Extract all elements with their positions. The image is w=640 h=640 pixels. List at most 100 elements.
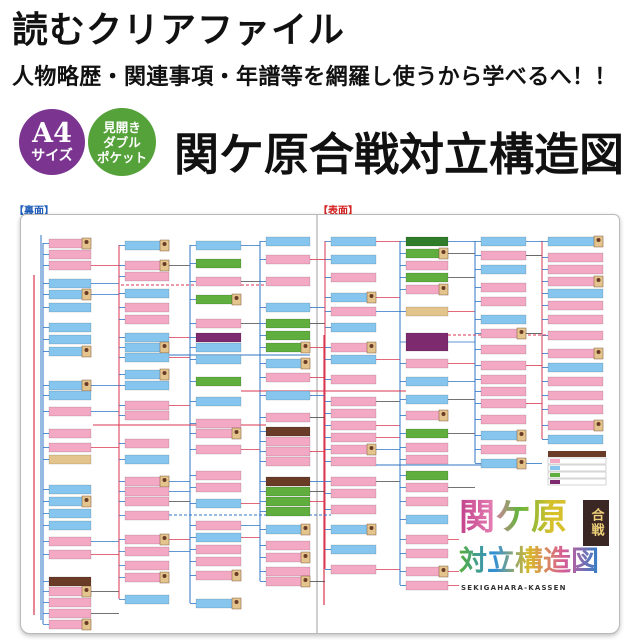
diagram-node <box>48 576 92 587</box>
diagram-node <box>195 276 242 287</box>
diagram-node <box>330 374 377 385</box>
portrait-head <box>234 600 239 604</box>
legend-row <box>547 478 607 486</box>
diagram-node <box>405 272 449 283</box>
badge-line-3: ポケット <box>96 149 147 165</box>
diagram-node <box>265 426 311 437</box>
portrait-head <box>441 568 446 572</box>
legend-swatch <box>550 459 560 463</box>
diagram-node <box>265 390 311 401</box>
diagram-node <box>405 580 449 591</box>
diagram-node <box>330 354 377 365</box>
diagram-node <box>195 498 242 509</box>
diagram-node <box>265 566 311 577</box>
diagram-node <box>547 264 604 275</box>
diagram-node <box>124 288 170 299</box>
portrait-head <box>519 432 524 436</box>
diagram-node <box>405 428 449 439</box>
diagram-node <box>405 514 449 525</box>
portrait-head <box>369 344 374 348</box>
diagram-node <box>124 400 170 411</box>
diagram-node <box>330 396 377 407</box>
portrait-head <box>596 238 601 242</box>
diagram-node <box>405 534 449 545</box>
diagram-node <box>48 428 92 439</box>
subtitle: 人物略歴・関連事項・年譜等を網羅し使うから学べるへ！！ <box>12 65 617 90</box>
diagram-node <box>48 520 92 531</box>
logo-romaji: SEKIGAHARA-KASSEN <box>461 584 567 592</box>
diagram-node <box>480 398 527 409</box>
diagram-node <box>124 410 170 421</box>
diagram-node <box>265 476 311 487</box>
diagram-node <box>124 380 170 391</box>
diagram-node <box>330 476 377 487</box>
diagram-node <box>265 318 311 329</box>
diagram-node <box>48 484 92 495</box>
legend-header <box>548 451 606 457</box>
diagram-node <box>48 322 92 333</box>
diagram-node <box>195 418 242 429</box>
diagram-node <box>48 260 92 271</box>
diagram-node <box>124 352 170 363</box>
portrait-head <box>369 294 374 298</box>
diagram-node <box>405 482 449 493</box>
portrait-head <box>369 446 374 450</box>
diagram-node <box>124 510 170 521</box>
diagram-node <box>195 396 242 407</box>
portrait-head <box>162 344 167 348</box>
diagram-node <box>405 236 449 247</box>
diagram-node <box>330 408 377 419</box>
diagram-node <box>195 240 242 251</box>
portrait-head <box>441 412 446 416</box>
diagram-node <box>547 362 604 373</box>
front-side-label: 【表面】 <box>318 206 358 217</box>
diagram-node <box>195 258 242 269</box>
diagram-node <box>195 532 242 543</box>
diagram-node <box>480 374 527 385</box>
diagram-node <box>265 302 311 313</box>
diagram-node <box>48 390 92 401</box>
diagram-node <box>330 504 377 515</box>
diagram-node <box>405 496 449 507</box>
diagram-node <box>48 278 92 289</box>
portrait-head <box>303 554 308 558</box>
diagram-node <box>48 334 92 345</box>
diagram-nodes <box>48 235 607 631</box>
diagram-node <box>547 434 604 445</box>
diagram-node <box>124 302 170 313</box>
legend-swatch <box>550 480 560 484</box>
diagram-node <box>124 486 170 497</box>
diagram-node <box>330 544 377 555</box>
diagram-node <box>48 536 92 547</box>
portrait-head <box>303 578 308 582</box>
diagram-node <box>405 358 449 369</box>
diagram-node <box>547 376 604 387</box>
diagram-node <box>330 306 377 317</box>
diagram-node <box>48 608 92 619</box>
diagram-node <box>405 376 449 387</box>
diagram-node <box>265 330 311 341</box>
a4-size-badge: A4 サイズ <box>19 109 85 175</box>
portrait-head <box>441 250 446 254</box>
portrait-head <box>84 382 89 386</box>
badge-line-2: ダブル <box>103 134 141 150</box>
portrait-head <box>303 526 308 530</box>
diagram-node <box>480 414 527 425</box>
diagram-node <box>48 249 92 260</box>
diagram-node <box>195 354 242 365</box>
diagram-node <box>124 560 170 571</box>
diagram-node <box>547 252 604 263</box>
diagram-node <box>48 302 92 313</box>
portrait-head <box>84 588 89 592</box>
diagram-node <box>265 456 311 467</box>
diagram-node <box>265 540 311 551</box>
diagram-node <box>405 260 449 271</box>
diagram-node <box>330 272 377 283</box>
diagram-node <box>124 271 170 282</box>
diagram-node <box>480 344 527 355</box>
diagram-node <box>330 456 377 467</box>
diagram-node <box>547 390 604 401</box>
diagram-node <box>265 254 311 265</box>
diagram-node <box>195 318 242 329</box>
logo-kassen-block: 合戦 <box>583 500 609 546</box>
